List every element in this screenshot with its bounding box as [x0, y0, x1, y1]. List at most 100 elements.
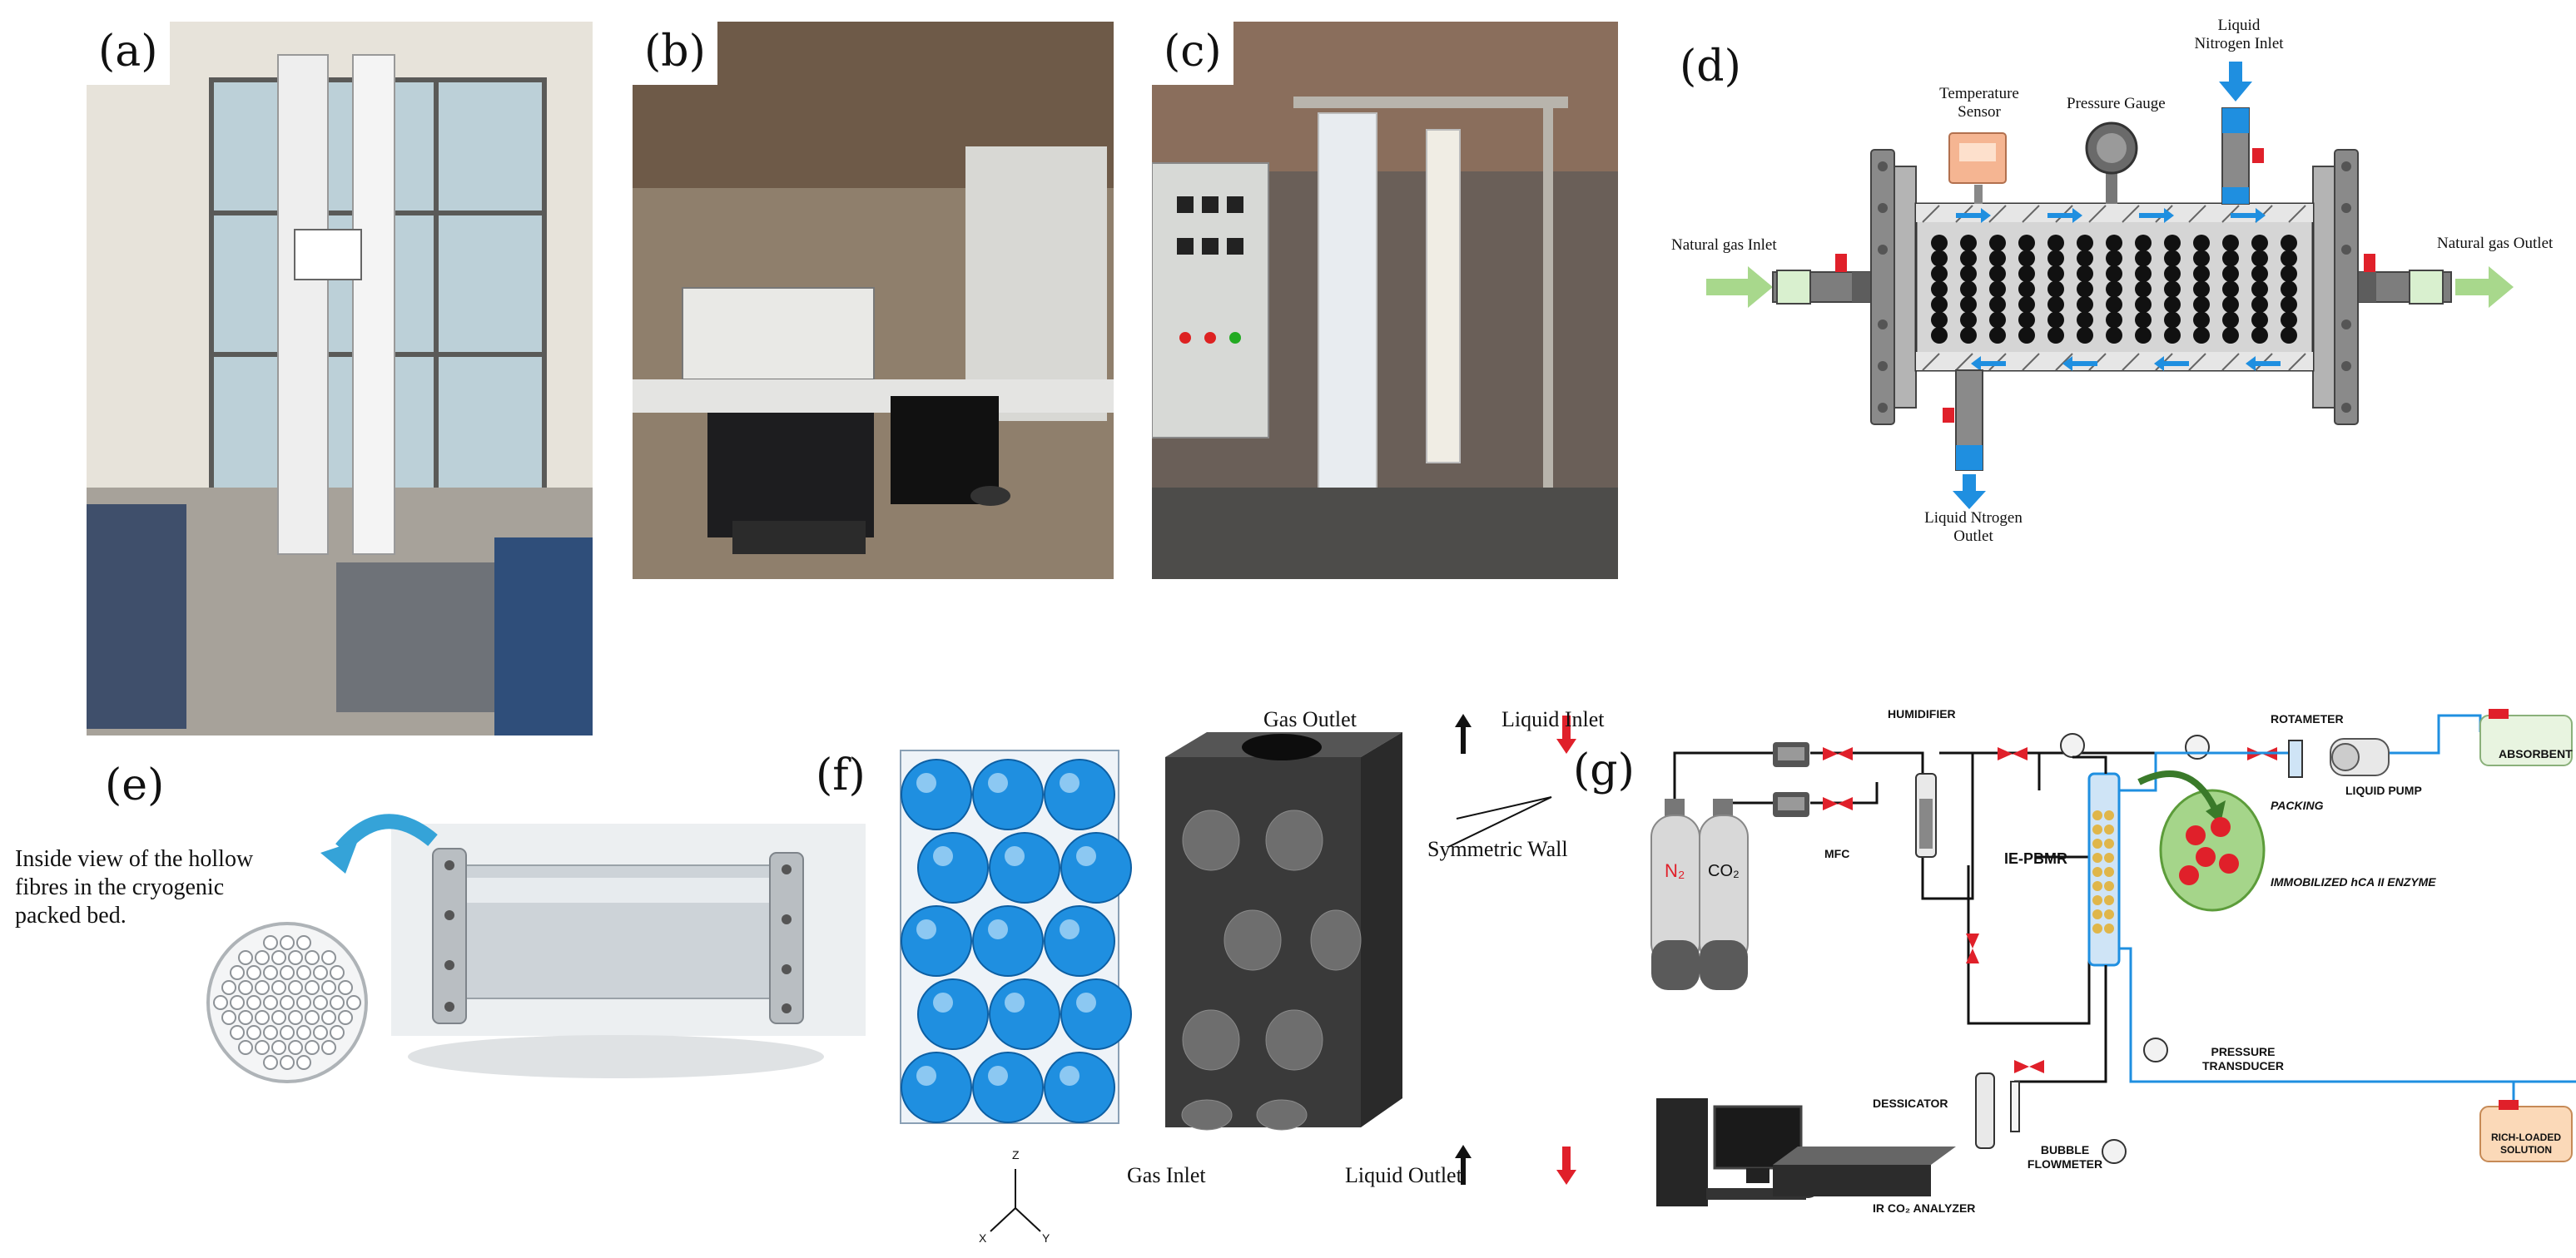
packing-bead [2092, 881, 2102, 891]
fibre [321, 1010, 336, 1025]
tube [2222, 250, 2239, 267]
tube [2106, 327, 2122, 344]
axis-y-label: Y [1042, 1231, 1050, 1245]
fibre [221, 980, 236, 995]
fibre [296, 1055, 311, 1070]
fibre [238, 1010, 253, 1025]
fibre [321, 980, 336, 995]
fibre [296, 965, 311, 980]
sphere-highlight [1076, 846, 1096, 866]
label-symmetric-wall: Symmetric Wall [1427, 837, 1568, 861]
fibre [305, 1040, 320, 1055]
fibre [263, 1025, 278, 1040]
tube [2251, 265, 2268, 282]
packing-bead [2092, 895, 2102, 905]
tube [2077, 296, 2093, 313]
label-mfc: MFC [1824, 847, 1850, 860]
tube [2164, 265, 2181, 282]
packing-bead [2104, 924, 2114, 934]
tube [1960, 296, 1977, 313]
tube [1931, 280, 1948, 298]
sphere-highlight [1076, 993, 1096, 1013]
tube [1960, 311, 1977, 329]
fibre [255, 980, 270, 995]
panel-label-a: (a) [87, 22, 170, 85]
tube [2077, 311, 2093, 329]
lab-equipment-photo [633, 22, 1114, 579]
tube [2251, 235, 2268, 251]
panel-label-f: (f) [816, 750, 866, 800]
packed-bed-photo [1152, 22, 1618, 579]
panel-label-e: (e) [105, 760, 165, 810]
n2-cylinder [1650, 799, 1700, 990]
tube [2281, 280, 2297, 298]
tube [2251, 280, 2268, 298]
fibre [321, 1040, 336, 1055]
tube [2193, 296, 2210, 313]
tube [1989, 311, 2006, 329]
sphere [1044, 759, 1115, 830]
label-liquid-outlet: Liquid Outlet [1345, 1163, 1462, 1187]
fibre [255, 1040, 270, 1055]
tube [2135, 327, 2152, 344]
tube [2047, 327, 2064, 344]
sphere-highlight [1005, 993, 1025, 1013]
sphere [1044, 905, 1115, 977]
sphere-highlight [1060, 773, 1080, 793]
label-enzyme: IMMOBILIZED hCA II ENZYME [2271, 875, 2436, 889]
label-ir-analyzer: IR CO₂ ANALYZER [1873, 1201, 1976, 1215]
fibre [330, 1025, 345, 1040]
label-natural-gas-outlet: Natural gas Outlet [2437, 235, 2554, 252]
tube [2222, 327, 2239, 344]
sphere [972, 1052, 1044, 1123]
packing-bead [2092, 810, 2102, 820]
fibre [305, 1010, 320, 1025]
packed-cell-geometry [900, 714, 1576, 1232]
sphere-highlight [933, 846, 953, 866]
tube [2135, 296, 2152, 313]
tube [2018, 311, 2035, 329]
fibre [263, 995, 278, 1010]
sphere [917, 978, 989, 1050]
fibre [263, 965, 278, 980]
sphere [1060, 832, 1132, 904]
co2-cylinder [1699, 799, 1749, 990]
fibre [246, 1025, 261, 1040]
tube [2018, 235, 2035, 251]
sphere-highlight [1060, 919, 1080, 939]
tube [2251, 296, 2268, 313]
tube [2106, 235, 2122, 251]
tube [2193, 265, 2210, 282]
label-pressure-gauge: Pressure Gauge [2067, 95, 2166, 112]
packing-bead [2104, 895, 2114, 905]
tube [2047, 311, 2064, 329]
sphere-highlight [1060, 1066, 1080, 1086]
tube [2106, 311, 2122, 329]
tube [2164, 235, 2181, 251]
packing-bead [2104, 810, 2114, 820]
fibre [271, 1010, 286, 1025]
fibre [221, 1010, 236, 1025]
tube [2164, 296, 2181, 313]
sphere-highlight [916, 773, 936, 793]
tube [2281, 265, 2297, 282]
label-co2: CO₂ [1708, 862, 1740, 880]
tube [1960, 250, 1977, 267]
fibre [238, 1040, 253, 1055]
sphere-pack [901, 759, 1132, 1123]
tube [2077, 250, 2093, 267]
fibre-cross-section [213, 935, 361, 1070]
panel-c-photo: (c) [1152, 22, 1618, 579]
tube [2018, 327, 2035, 344]
panel-label-c: (c) [1152, 22, 1233, 85]
panel-b-photo: (b) [633, 22, 1114, 579]
tube [2281, 250, 2297, 267]
label-natural-gas-inlet: Natural gas Inlet [1671, 236, 1777, 254]
tube [2222, 265, 2239, 282]
sphere [989, 978, 1060, 1050]
sphere-highlight [988, 773, 1008, 793]
packing-bead [2104, 825, 2114, 835]
tube [2222, 311, 2239, 329]
